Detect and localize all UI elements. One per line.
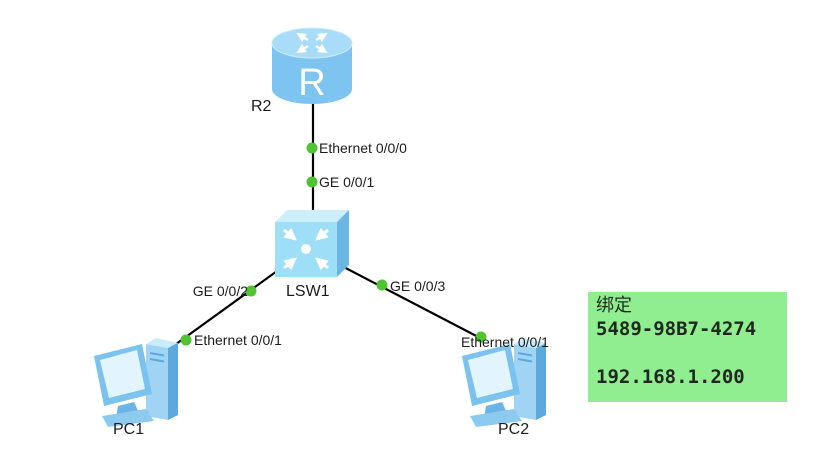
binding-annotation[interactable]: 绑定 5489-98B7-4274 192.168.1.200	[588, 292, 787, 402]
switch-icon[interactable]	[275, 210, 349, 277]
router-icon[interactable]: R	[271, 27, 353, 106]
annotation-ip-address: 192.168.1.200	[596, 366, 745, 388]
port-label-lsw1-ge-0-0-1: GE 0/0/1	[319, 174, 375, 190]
device-label-pc1: PC1	[113, 421, 145, 438]
pc-icon[interactable]	[458, 332, 558, 428]
port-status-dot	[245, 285, 257, 297]
router-letter: R	[298, 62, 325, 104]
link-lsw1-pc2[interactable]	[335, 262, 487, 343]
link-lsw1-pc1[interactable]	[171, 265, 285, 348]
port-label-pc1-ethernet-0-0-1: Ethernet 0/0/1	[194, 332, 282, 348]
port-status-dot	[376, 279, 388, 291]
port-status-dot	[475, 331, 487, 343]
router-arrows-glyph	[296, 32, 328, 54]
switch-arrows-glyph	[283, 227, 329, 271]
device-label-pc2: PC2	[498, 421, 530, 438]
port-label-pc2-ethernet-0-0-1: Ethernet 0/0/1	[461, 334, 549, 350]
device-label-lsw1: LSW1	[286, 283, 330, 300]
device-label-r2: R2	[251, 98, 272, 115]
annotation-title: 绑定	[596, 295, 632, 315]
annotation-mac-address: 5489-98B7-4274	[596, 318, 757, 340]
link-r2-lsw1[interactable]	[306, 98, 318, 226]
port-label-lsw1-ge-0-0-3: GE 0/0/3	[390, 278, 446, 294]
annotation-blank-line	[596, 341, 779, 365]
port-status-dot	[306, 176, 318, 188]
port-label-lsw1-ge-0-0-2: GE 0/0/2	[192, 283, 248, 299]
pc-icon[interactable]	[90, 332, 190, 428]
port-status-dot	[180, 334, 192, 346]
port-label-r2-ethernet-0-0-0: Ethernet 0/0/0	[319, 140, 407, 156]
port-status-dot	[306, 142, 318, 154]
